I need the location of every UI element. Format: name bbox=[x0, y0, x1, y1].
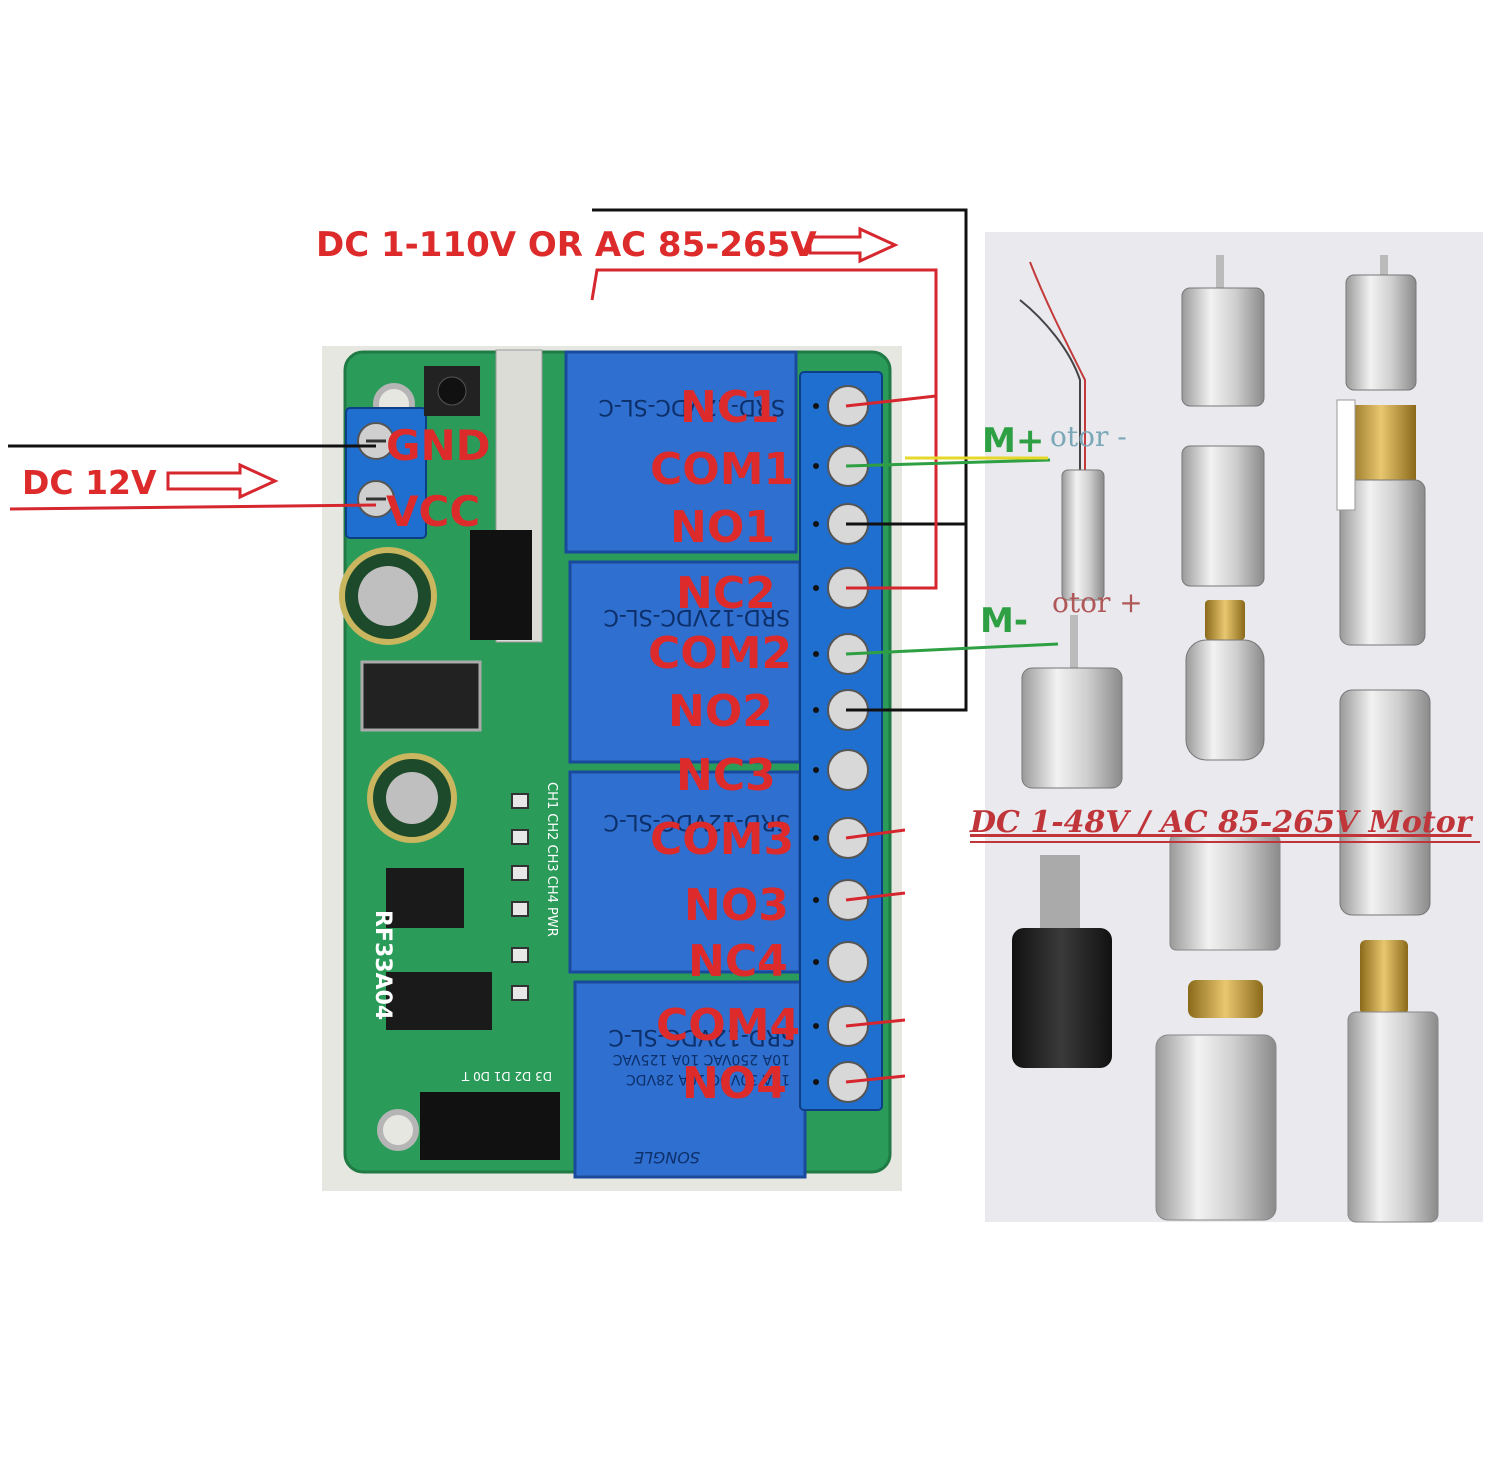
relay-board bbox=[322, 346, 902, 1191]
motor-minus-label: M- bbox=[980, 601, 1028, 641]
relay-rating-line-1: 10A 250VAC 10A 125VAC bbox=[613, 1051, 790, 1067]
relay-rating-line-2: 10A 30VDC 10A 28VDC bbox=[626, 1071, 790, 1087]
terminal-hole bbox=[813, 403, 819, 409]
faded-motor-plus: otor + bbox=[1052, 586, 1143, 619]
motor-caption: DC 1-48V / AC 85-265V Motor bbox=[969, 805, 1474, 840]
faded-motor-minus: otor - bbox=[1050, 420, 1127, 453]
arrow-right-icon bbox=[166, 462, 279, 500]
terminal-hole bbox=[813, 1023, 819, 1029]
terminal-hole bbox=[813, 707, 819, 713]
terminal-screw bbox=[827, 749, 869, 791]
gnd-label: GND bbox=[386, 421, 491, 470]
terminal-hole bbox=[813, 463, 819, 469]
wires bbox=[8, 208, 1059, 1084]
terminal-label-com3: COM3 bbox=[650, 814, 794, 865]
relay-2-model: SRD-12VDC-SL-C bbox=[603, 604, 790, 629]
wire-supply-red bbox=[590, 268, 938, 590]
wire-supply-black bbox=[592, 208, 968, 712]
board-supply-label: DC 12V bbox=[22, 463, 157, 502]
terminal-label-com2: COM2 bbox=[648, 628, 792, 679]
wire-com2-green bbox=[845, 642, 1059, 656]
terminal-label-com4: COM4 bbox=[656, 1000, 800, 1051]
relay-markings: SRD-12VDC-SL-C SRD-12VDC-SL-C SRD-12VDC-… bbox=[598, 394, 795, 1167]
terminal-label-com1: COM1 bbox=[650, 444, 794, 495]
wire-com1-green bbox=[845, 458, 1051, 468]
relay-4-model: SRD-12VDC-SL-C bbox=[608, 1024, 795, 1049]
relay-3-model: SRD-12VDC-SL-C bbox=[603, 809, 790, 834]
terminal-hole bbox=[813, 651, 819, 657]
terminal-screw bbox=[827, 941, 869, 983]
terminal-hole bbox=[813, 959, 819, 965]
terminal-label-no4: NO4 bbox=[682, 1058, 787, 1109]
terminal-label-no1: NO1 bbox=[670, 502, 775, 553]
board-model: RF33A04 bbox=[370, 910, 395, 1020]
terminal-hole bbox=[813, 897, 819, 903]
motor-plus-label: M+ bbox=[982, 421, 1044, 461]
wire-nc1-red bbox=[845, 394, 937, 408]
motor-photo bbox=[985, 232, 1483, 1223]
terminal-hole bbox=[813, 767, 819, 773]
terminal-label-no2: NO2 bbox=[668, 686, 773, 737]
terminal-label-nc1: NC1 bbox=[680, 382, 780, 433]
terminal-label-nc3: NC3 bbox=[676, 750, 776, 801]
vcc-label: VCC bbox=[386, 487, 480, 536]
led-labels: CH1 CH2 CH3 CH4 PWR bbox=[544, 782, 559, 937]
wire-vcc-red bbox=[9, 503, 377, 511]
load-supply-label: DC 1-110V OR AC 85-265V bbox=[316, 225, 817, 265]
relay-1-model: SRD-12VDC-SL-C bbox=[598, 394, 785, 419]
terminal-hole bbox=[813, 585, 819, 591]
terminal-hole bbox=[813, 835, 819, 841]
relay-brand: SONGLE bbox=[633, 1148, 700, 1167]
terminal-hole bbox=[813, 521, 819, 527]
arrow-icons bbox=[166, 226, 899, 500]
terminal-hole bbox=[813, 1079, 819, 1085]
header-labels: D3 D2 D1 D0 T bbox=[461, 1069, 552, 1083]
terminal-label-nc4: NC4 bbox=[688, 936, 788, 987]
terminal-label-no3: NO3 bbox=[684, 880, 789, 931]
terminal-label-nc2: NC2 bbox=[676, 568, 776, 619]
arrow-right-icon bbox=[808, 226, 899, 264]
